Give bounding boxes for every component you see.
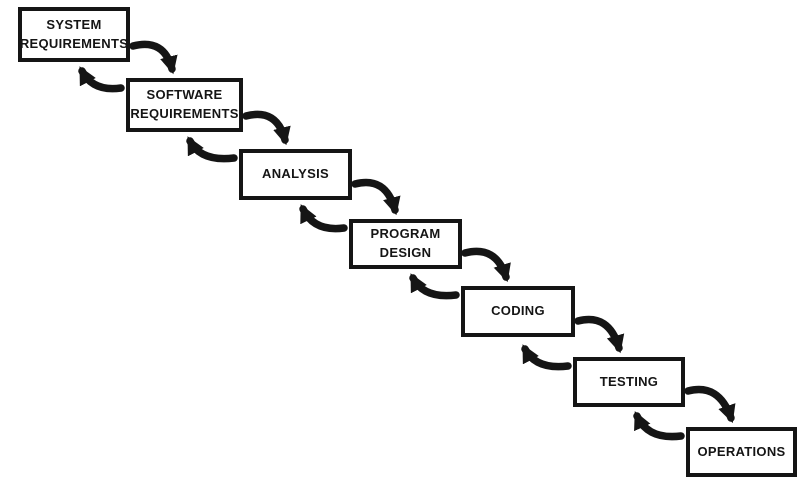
forward-arrow-4 [461,247,511,283]
box-program-design: PROGRAM DESIGN [349,219,462,269]
box-analysis: ANALYSIS [239,149,352,200]
box-system-requirements-label: SYSTEM REQUIREMENTS [19,16,129,51]
box-coding: CODING [461,286,575,337]
box-software-requirements-label: SOFTWARE REQUIREMENTS [130,87,239,121]
box-software-requirements: SOFTWARE REQUIREMENTS [126,78,243,132]
box-operations-label: OPERATIONS [697,443,786,459]
box-analysis-label: ANALYSIS [262,166,329,182]
feedback-arrow-1 [78,66,125,93]
forward-arrow-3 [351,178,401,216]
feedback-arrow-6 [633,411,685,441]
forward-arrow-1 [129,40,178,75]
box-operations: OPERATIONS [686,427,797,477]
box-testing: TESTING [573,357,685,407]
forward-arrow-5 [574,315,625,354]
forward-arrow-2 [242,110,291,146]
feedback-arrow-3 [299,204,348,233]
forward-arrow-6 [684,385,736,424]
box-program-design-label: PROGRAM DESIGN [370,226,441,260]
box-system-requirements: SYSTEM REQUIREMENTS [18,7,130,62]
feedback-arrow-2 [186,136,238,163]
feedback-arrow-5 [521,344,572,371]
box-coding-label: CODING [491,303,545,319]
feedback-arrow-4 [409,273,460,300]
box-testing-label: TESTING [599,373,659,389]
